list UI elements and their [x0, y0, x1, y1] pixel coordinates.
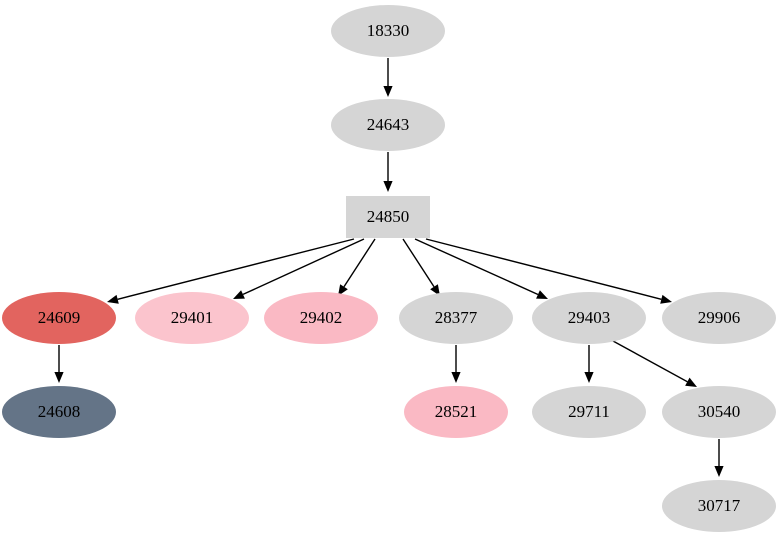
edge-24850-to-28377: [402, 238, 440, 296]
node-30717[interactable]: 30717: [662, 480, 776, 532]
edge-18330-to-24643: [383, 58, 393, 97]
edge-24850-to-29403: [414, 238, 548, 299]
node-shape-29403[interactable]: [532, 292, 646, 344]
edge-24850-to-29401: [233, 238, 365, 299]
node-shape-30717[interactable]: [662, 480, 776, 532]
node-18330[interactable]: 18330: [331, 5, 445, 57]
nodes-layer: 18330 24643 24850 24609 29401 29402 28377 29403…: [2, 5, 776, 532]
node-24643[interactable]: 24643: [331, 99, 445, 151]
node-shape-18330[interactable]: [331, 5, 445, 57]
edge-30540-to-30717: [714, 439, 724, 477]
edge-24643-to-24850: [383, 152, 393, 192]
node-29906[interactable]: 29906: [662, 292, 776, 344]
edge-29403-to-30540: [612, 340, 697, 387]
node-29403[interactable]: 29403: [532, 292, 646, 344]
edge-28377-to-28521: [451, 345, 461, 383]
node-shape-28521[interactable]: [404, 386, 508, 438]
node-29402[interactable]: 29402: [264, 292, 378, 344]
node-shape-29906[interactable]: [662, 292, 776, 344]
node-30540[interactable]: 30540: [662, 386, 776, 438]
node-24609[interactable]: 24609: [2, 292, 116, 344]
edge-24850-to-24609: [107, 238, 355, 304]
node-shape-29402[interactable]: [264, 292, 378, 344]
node-shape-29401[interactable]: [135, 292, 249, 344]
node-28377[interactable]: 28377: [399, 292, 513, 344]
node-shape-24608[interactable]: [2, 386, 116, 438]
node-shape-24643[interactable]: [331, 99, 445, 151]
node-shape-28377[interactable]: [399, 292, 513, 344]
node-shape-29711[interactable]: [532, 386, 646, 438]
node-shape-30540[interactable]: [662, 386, 776, 438]
edges-layer: [54, 58, 724, 477]
edge-24850-to-29402: [338, 238, 376, 296]
node-29401[interactable]: 29401: [135, 292, 249, 344]
node-24850[interactable]: 24850: [346, 196, 430, 238]
node-24608[interactable]: 24608: [2, 386, 116, 438]
node-shape-24850[interactable]: [346, 196, 430, 238]
edge-29403-to-29711: [584, 345, 594, 383]
node-shape-24609[interactable]: [2, 292, 116, 344]
node-28521[interactable]: 28521: [404, 386, 508, 438]
edge-24850-to-29906: [425, 238, 672, 304]
edge-24609-to-24608: [54, 345, 64, 383]
node-29711[interactable]: 29711: [532, 386, 646, 438]
